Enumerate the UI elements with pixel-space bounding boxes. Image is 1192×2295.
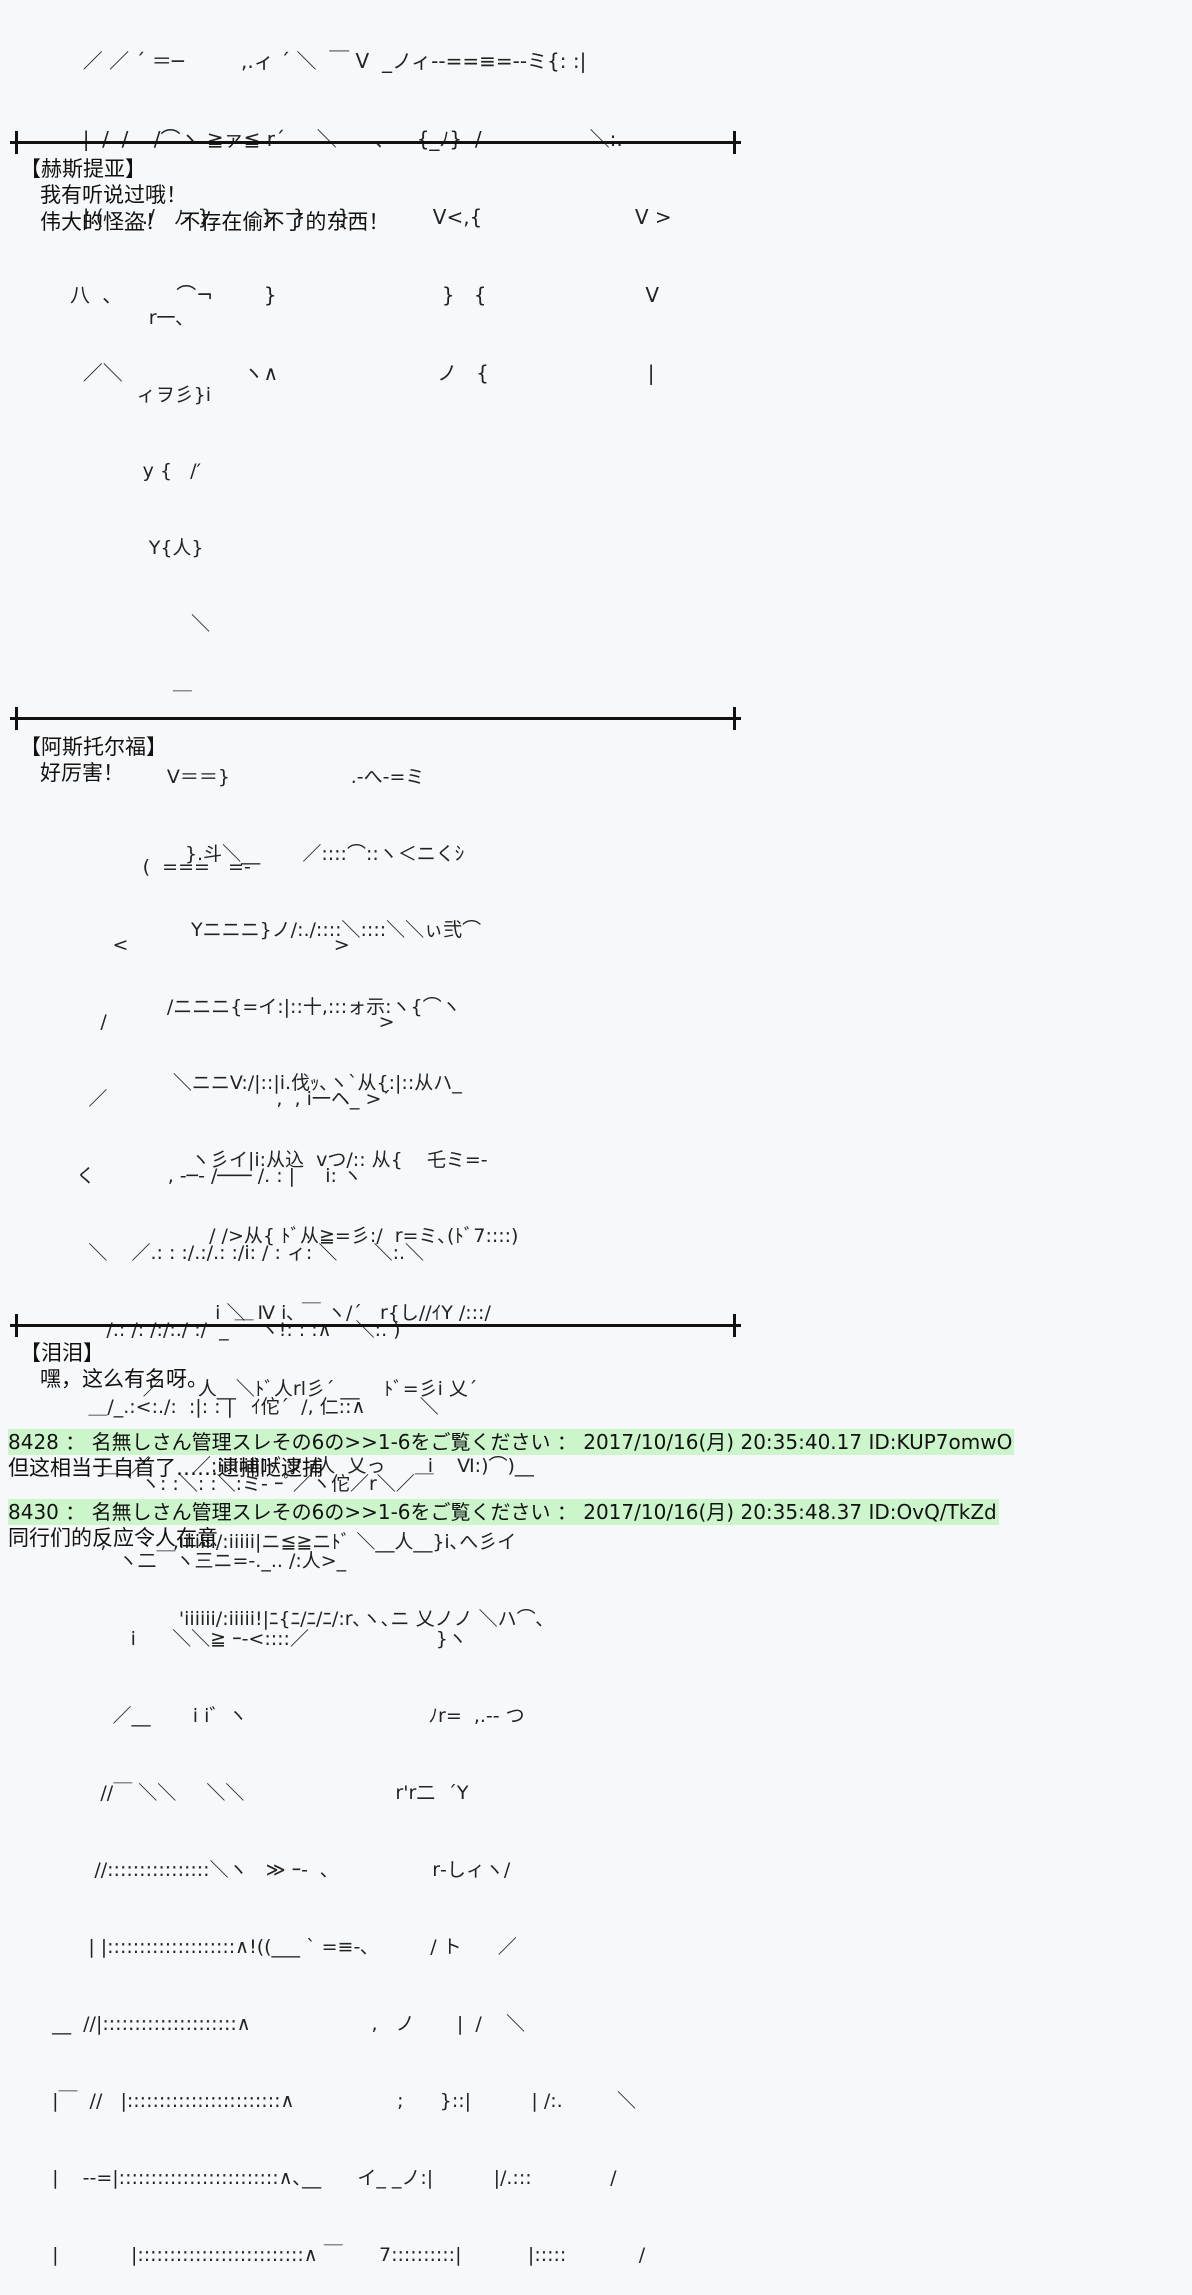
- art-line: , ,iiiiiii/:iiiii|ニ≦≧ニﾄﾞ ＼__人__}i､へ彡イ: [40, 1531, 517, 1553]
- panel-divider: [10, 707, 741, 730]
- art-line: //::::::::::::::::＼ヽ ≫ ｰ- ､ r‐しィヽ/: [40, 1858, 511, 1881]
- art-line: ／ ／ ´ ＝─ ,.ィ ´ ＼ ￣ V _ノィ--==≡=--ミ{: :|: [70, 49, 587, 73]
- post-header: 8430 ： 名無しさん管理スレその6の>>1-6をご覧ください ： 2017/…: [8, 1499, 999, 1525]
- art-line: ＼ニニV:/|::|i.伐ｯ､ヽ`从{:|::从ハ_: [40, 1072, 462, 1094]
- art-line: ／ , , i一ヘ_ >´: [40, 1087, 391, 1110]
- art-line: __ //|:::::::::::::::::::::∧ , ノ | / ＼: [40, 2013, 525, 2036]
- art-line: < >: [40, 933, 350, 956]
- art-line: Y{人}: [40, 536, 204, 559]
- art-line: ／__ i i゛ヽ ﾉr= ,.-‐ つ: [40, 1704, 525, 1727]
- art-line: 八 ､ ⌒¬ } } { V: [70, 283, 660, 307]
- speaker-name: 【赫斯提亚】: [20, 157, 146, 181]
- art-line: i ＼＼≧ ｰ-<::::／ }ヽ: [40, 1627, 467, 1650]
- panel-divider: [10, 1314, 741, 1337]
- post-body: 同行们的反应令人在意: [8, 1526, 218, 1550]
- art-line: | / / /⌒ヽ ≧ァ≦ r´ ＼ ､ {_ﾉ} / ＼:.: [70, 127, 623, 151]
- post-body: 但这相当于自首了……逮捕哒逮捕: [8, 1456, 323, 1480]
- art-line: ＿/_.:<:./: :|: : | ｲ佗´ /, 仁::∧ ＼: [40, 1396, 439, 1419]
- art-line: }.斗＼__ ／::::⌒::ヽ＜ニくｼ: [40, 842, 465, 865]
- art-line: / />从{ ﾄﾞ从≧=彡:/ r=ミ､(ﾄﾞ7::::): [40, 1225, 519, 1247]
- art-line: | |::::::::::::::::::::::::::∧ ￣ 7::::::…: [40, 2244, 646, 2267]
- speaker-name: 【阿斯托尔福】: [20, 735, 167, 759]
- art-line: r一､: [40, 307, 186, 329]
- art-line: く , -─‐ /─── /. : | i: ヽ: [40, 1164, 362, 1187]
- art-line: /.: /: /:/:./ :/ _ ￣ ヽ!: : :∧ ＼:. ): [40, 1319, 401, 1342]
- art-line: | |::::::::::::::::::::∧!((___ ` =≡-､ / …: [40, 1935, 517, 1958]
- art-line: ／ ／:iiiiiiii|ﾄﾞソ /人 乂っ i Ⅵ:)⌒)__: [40, 1454, 534, 1477]
- art-line: y { /′: [40, 460, 201, 482]
- art-line: ( === =-: [40, 856, 251, 879]
- art-line: ＼: [40, 613, 210, 635]
- art-line: ィヲ彡}i: [40, 383, 212, 406]
- art-line: |￣ // |::::::::::::::::::::::::∧ ; }::| …: [40, 2090, 637, 2113]
- art-line: //￣ ＼＼ ＼＼ r'r二 ´Y: [40, 1781, 469, 1804]
- art-line: | --=|:::::::::::::::::::::::::∧､__ イ_ _…: [40, 2167, 617, 2190]
- ascii-art-scene-1: ／ ／ ´ ＝─ ,.ィ ´ ＼ ￣ V _ノィ--==≡=--ミ{: :| |…: [70, 0, 672, 412]
- panel-divider: [10, 131, 741, 154]
- art-line: Yニニニ}ノ/:./::::＼::::＼＼ぃ弐⌒: [40, 919, 482, 941]
- art-line: V＝＝} .-へ-=ミ: [40, 766, 425, 788]
- speaker-name: 【泪泪】: [20, 1341, 104, 1365]
- art-line: i ＼ Ⅳ i､ ￣ ヽ/´ r{し//ｲY /:::/: [40, 1301, 491, 1324]
- dialogue-line: 嘿，这么有名呀。: [40, 1367, 208, 1391]
- dialogue-line: 伟大的怪盗！ 不存在偷不了的东西！: [40, 210, 390, 234]
- art-line: ／ 人__＼ﾄﾞ人rl彡´ __ ﾄﾞ=彡i 乂´: [40, 1378, 478, 1400]
- art-line: ￣ ` ヽ: :＼: :＼:ミ- ｰﾟ／ヽ佗／r＼／￣: [40, 1473, 434, 1496]
- dialogue-line: 好厉害！: [40, 761, 124, 785]
- art-line: ／＼ ヽ∧ ノ { |: [70, 361, 655, 385]
- art-line: ￣: [40, 689, 192, 712]
- art-line: ＼ ／.: : :/.:/.: :/i: / : ィ: ＼ ＼:.＼: [40, 1241, 425, 1264]
- art-line: /ニニニ{=イ:|::十,:::ォ示:ヽ{⌒ヽ: [40, 995, 461, 1018]
- art-line: ヽ彡イ|i:从込 vつ/:: 从{ 乇ミ=-: [40, 1148, 488, 1171]
- art-line: ヽ二￣ヽ三ニ=-._.. /:人>_: [40, 1550, 347, 1573]
- post-header: 8428 ： 名無しさん管理スレその6の>>1-6をご覧ください ： 2017/…: [8, 1429, 1015, 1455]
- art-line: |.( ./ ﾉ- } } } } V<,{ V >: [70, 205, 672, 229]
- art-line: / >: [40, 1010, 395, 1033]
- dialogue-line: 我有听说过哦！: [40, 183, 187, 207]
